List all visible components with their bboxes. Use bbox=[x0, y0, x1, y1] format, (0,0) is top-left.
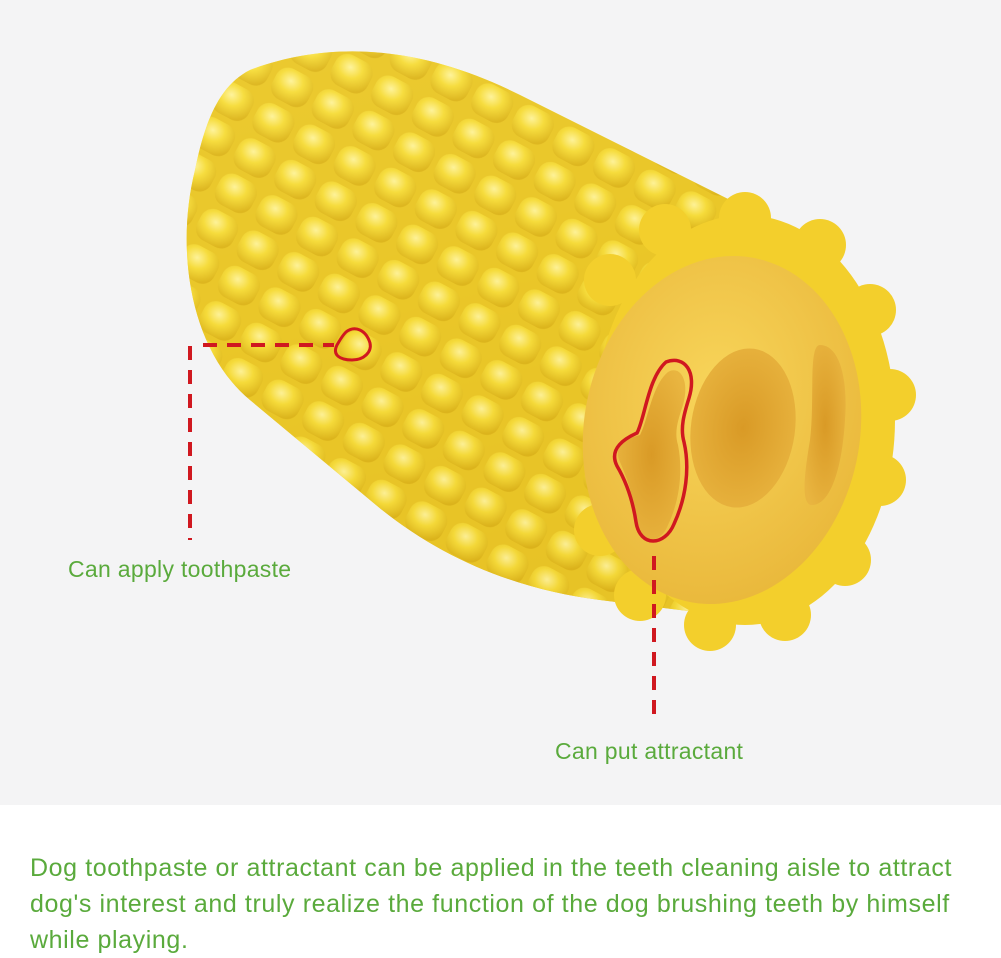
left-slot bbox=[617, 370, 686, 540]
description-panel bbox=[0, 805, 1001, 958]
corn-toy-illustration bbox=[186, 51, 916, 722]
product-image-panel: Can apply toothpaste Can put attractant bbox=[0, 0, 1001, 805]
right-slot bbox=[804, 345, 846, 505]
center-hole bbox=[690, 348, 796, 508]
callout-label-toothpaste: Can apply toothpaste bbox=[68, 556, 292, 582]
end-cap bbox=[582, 256, 862, 604]
callout-toothpaste bbox=[188, 327, 372, 540]
description-text: Dog toothpaste or attractant can be appl… bbox=[30, 854, 952, 954]
callout-attractant bbox=[613, 358, 694, 722]
callout-label-attractant: Can put attractant bbox=[555, 738, 744, 764]
